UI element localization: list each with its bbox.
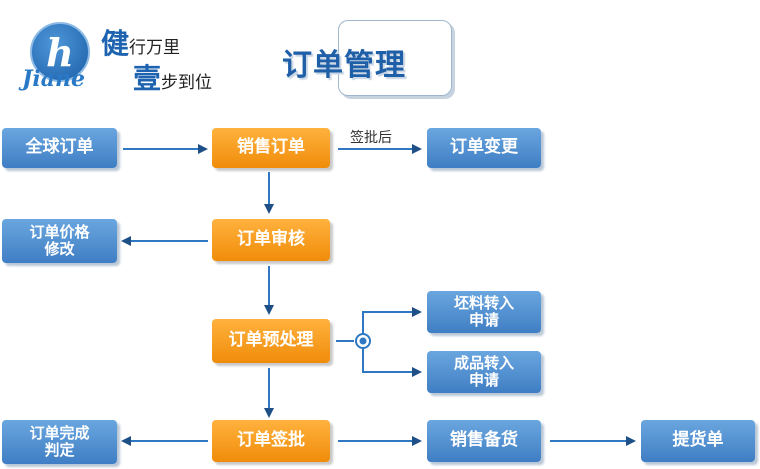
node-order-review: 订单审核 xyxy=(212,219,330,261)
node-finished-transfer: 成品转入 申请 xyxy=(427,351,541,393)
node-order-change: 订单变更 xyxy=(427,128,541,168)
slogan-line-1-rest: 行万里 xyxy=(129,38,181,58)
logo-circle xyxy=(30,22,90,82)
node-blank-transfer: 坯料转入 申请 xyxy=(427,291,541,333)
slogan-line-2: 壹步到位 xyxy=(133,57,212,97)
logo-mark-icon: h xyxy=(46,29,74,75)
slogan-line-2-big: 壹 xyxy=(133,62,162,95)
slogan-line-1-big: 健 xyxy=(101,27,130,60)
node-price-modify: 订单价格 修改 xyxy=(2,219,117,263)
edge-branch-to-finished xyxy=(362,348,422,377)
node-order-complete: 订单完成 判定 xyxy=(2,420,117,464)
node-sales-stock: 销售备货 xyxy=(427,420,541,462)
page-title: 订单管理 xyxy=(282,48,406,83)
node-delivery-note: 提货单 xyxy=(641,420,755,462)
slogan-line-1: 健行万里 xyxy=(101,22,180,62)
edge-branch-to-blank xyxy=(362,307,422,334)
edge-label-after-sign: 签批后 xyxy=(350,130,392,146)
title-card xyxy=(338,20,452,96)
node-order-preprocess: 订单预处理 xyxy=(212,319,330,363)
node-order-sign: 订单签批 xyxy=(212,420,330,462)
node-sales-order: 销售订单 xyxy=(212,128,330,168)
slogan-line-2-rest: 步到位 xyxy=(161,73,213,93)
node-global-order: 全球订单 xyxy=(2,128,117,168)
logo-wordmark: Jiane xyxy=(22,66,86,92)
